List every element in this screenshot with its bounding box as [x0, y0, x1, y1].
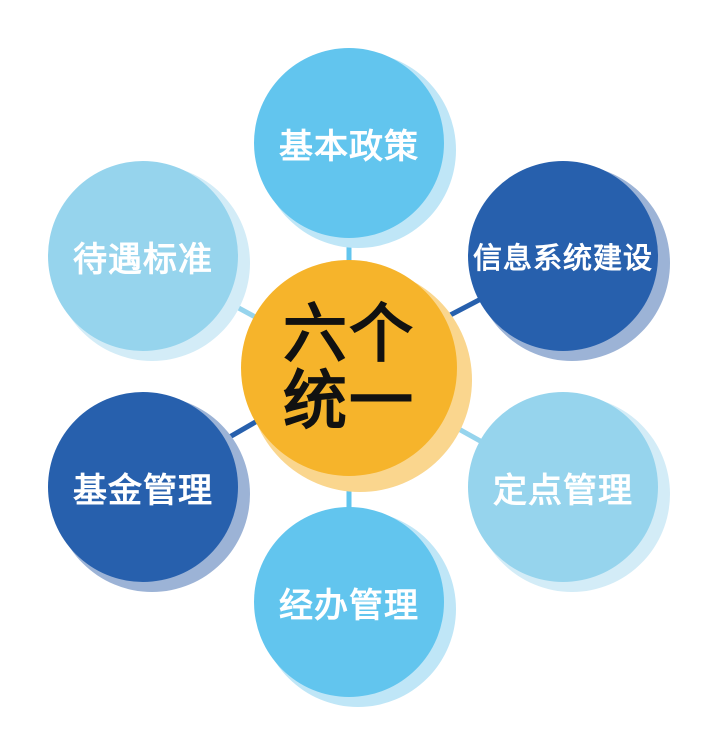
node-handling-management[interactable]: 经办管理	[254, 507, 444, 697]
node-label: 经办管理	[279, 585, 419, 626]
center-label-line1: 六个	[283, 296, 415, 372]
node-label: 基本政策	[279, 126, 419, 167]
center-label-line2: 统一	[283, 364, 415, 439]
center-node-six-unifications[interactable]: 六个 统一	[241, 260, 457, 476]
node-label: 信息系统建设	[472, 241, 653, 275]
node-label: 待遇标准	[73, 239, 213, 280]
node-basic-policy[interactable]: 基本政策	[254, 48, 444, 238]
node-fund-management[interactable]: 基金管理	[48, 392, 238, 582]
node-designated-point-management[interactable]: 定点管理	[468, 392, 658, 582]
node-information-system-construction[interactable]: 信息系统建设	[468, 161, 658, 351]
node-benefit-standards[interactable]: 待遇标准	[48, 161, 238, 351]
node-label: 定点管理	[493, 470, 633, 511]
node-label: 基金管理	[73, 470, 213, 511]
